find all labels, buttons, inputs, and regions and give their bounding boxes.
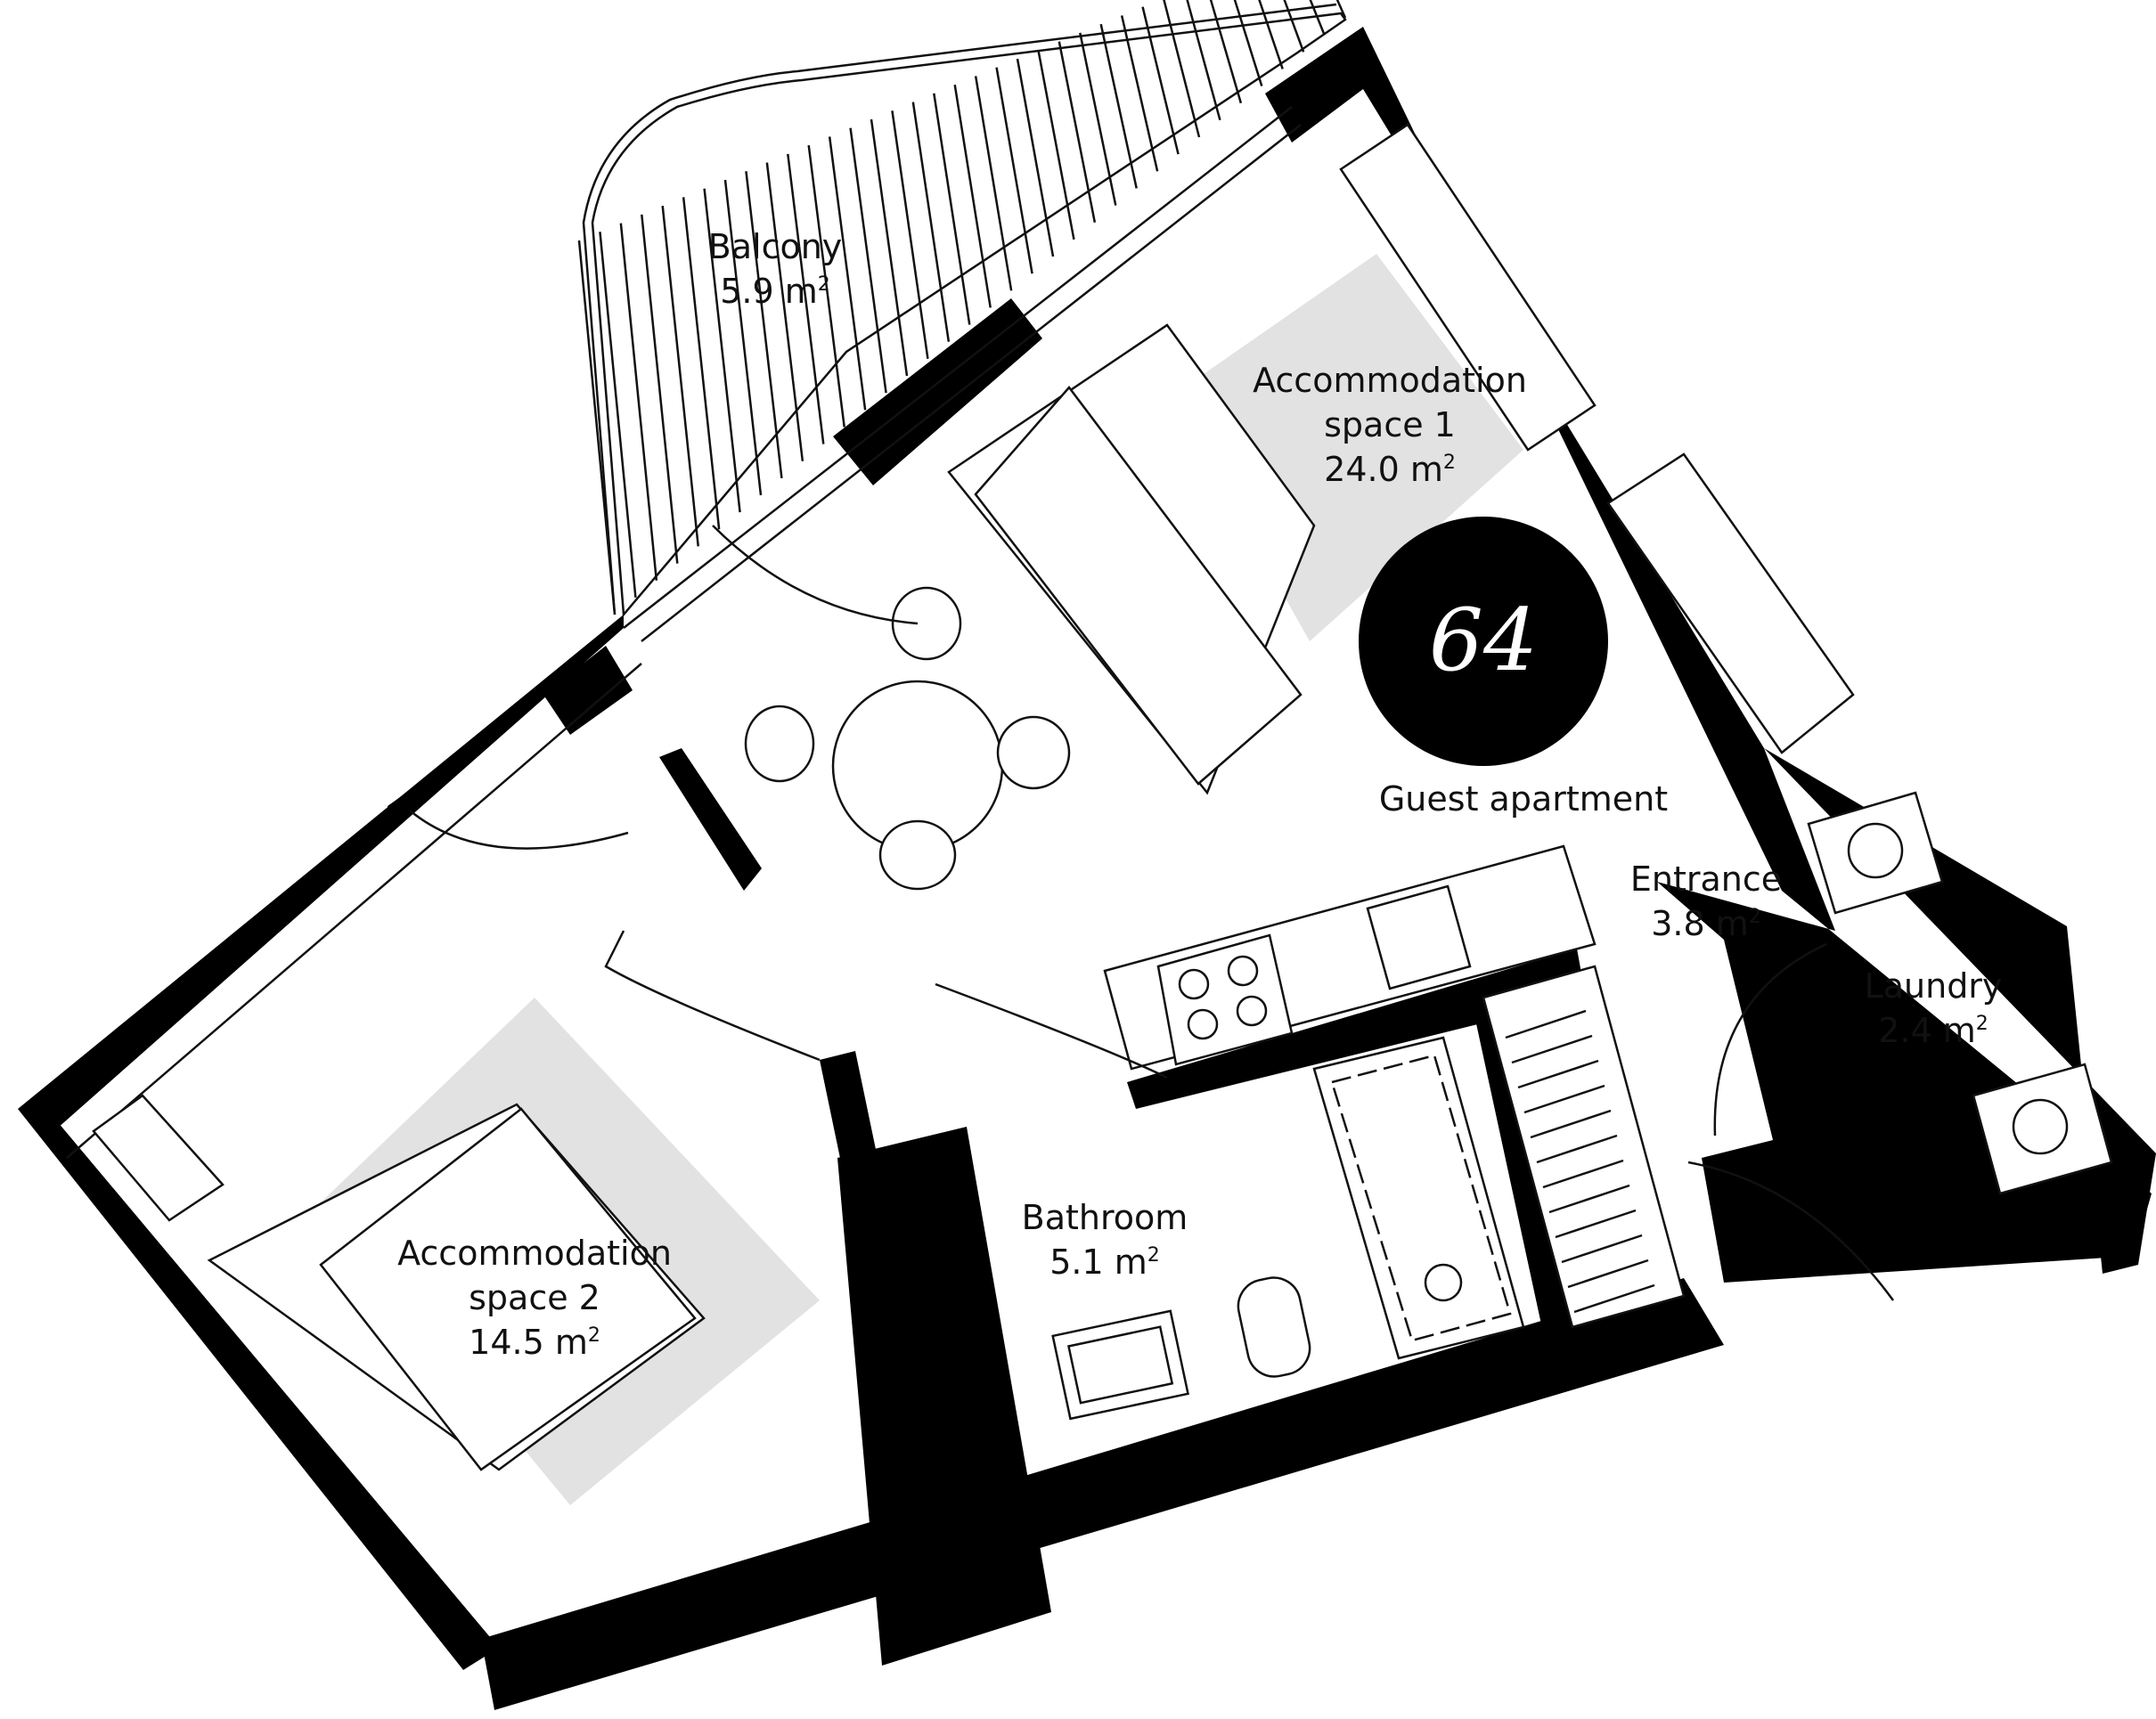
balcony-hatch-line [703,188,741,513]
balcony-hatch-line [870,118,909,377]
balcony-hatch-line [828,136,867,411]
balcony-hatch-line [1309,0,1326,36]
wardrobe-hanger-line [1561,1234,1643,1264]
wardrobe-hanger-line [1573,1283,1655,1314]
bathroom-fixtures [1051,1036,1525,1421]
wardrobe-hanger-line [1511,1034,1593,1064]
room-labels: Balcony 5.9 m2 Accommodation space 1 24.0 m2… [397,227,2002,1362]
balcony-hatch-line [682,197,721,530]
balcony-hatch-line [807,144,845,428]
badge-caption: Guest apartment [1379,779,1668,819]
exterior-walls [18,27,2156,1710]
wardrobe-hanger-line [1530,1109,1612,1139]
balcony-hatch-line [765,162,804,461]
balcony-hatch-line [1058,41,1097,223]
room-area: 2.4 m2 [1878,1011,1989,1050]
balcony-hatch-line [787,153,825,444]
room-label-accommodation-space-2: Accommodation space 2 14.5 m2 [397,1234,672,1362]
wardrobe-hanger-line [1548,1184,1630,1214]
wardrobe-hanger-line [1536,1134,1618,1164]
room-label-accommodation-space-1: Accommodation space 1 24.0 m2 [1253,361,1527,489]
balcony-hatch-line [1258,0,1284,69]
room-name: Accommodation [1253,361,1527,400]
room-area: 3.8 m2 [1651,904,1761,943]
balcony-hatch-line [995,67,1033,274]
living-furniture [92,123,1855,1471]
balcony-area [577,0,1347,618]
room-label-balcony: Balcony 5.9 m2 [708,227,843,311]
balcony-hatch-line [953,84,992,308]
balcony-hatch-line [1233,0,1263,86]
balcony-hatch-line [891,110,929,360]
door-swings [409,525,1895,1301]
room-label-entrance: Entrance 3.8 m2 [1630,860,1782,943]
room-name: Balcony [708,227,843,266]
wardrobe-hanger-line [1567,1259,1649,1289]
room-area: 24.0 m2 [1324,450,1456,489]
balcony-hatch-line [1079,32,1117,206]
balcony-hatch-line [1335,0,1347,19]
room-name: space 1 [1324,405,1456,444]
laundry-machines [1807,791,2113,1195]
balcony-hatch-line [1037,50,1075,240]
window-lines [66,106,1302,1159]
balcony-hatch [577,0,1347,615]
room-name: Accommodation [397,1234,672,1273]
room-area: 5.1 m2 [1049,1242,1160,1282]
balcony-hatch-line [599,232,637,598]
balcony-hatch-line [911,102,951,342]
badge-circle [1359,517,1608,766]
wardrobe-hanger-line [1523,1084,1605,1114]
wardrobe-hanger-line [1555,1209,1637,1239]
balcony-hatch-line [1141,6,1180,155]
balcony-hatch-line [619,223,658,581]
room-name: Laundry [1865,966,2003,1006]
balcony-hatch-line [745,171,783,479]
balcony-hatch-line [661,206,699,547]
room-name: Entrance [1630,860,1782,899]
wardrobe-hanger-line [1517,1059,1599,1089]
room-label-bathroom: Bathroom 5.1 m2 [1022,1198,1188,1282]
balcony-hatch-line [1099,23,1138,189]
balcony-hatch-line [849,127,887,394]
room-area: 14.5 m2 [469,1323,600,1362]
room-name: space 2 [469,1278,600,1317]
balcony-hatch-line [933,93,971,325]
balcony-hatch-line [974,76,1013,291]
room-area: 5.9 m2 [720,272,830,311]
apartment-badge: 64 Guest apartment [1359,517,1668,819]
wardrobe [1482,965,1686,1329]
kitchen-counter [1103,844,1597,1071]
balcony-hatch-line [1186,0,1221,121]
badge-number: 64 [1429,591,1538,690]
balcony-hatch-line [1016,58,1055,257]
balcony-hatch-line [1163,0,1201,138]
balcony-hatch-line [1283,0,1305,53]
wardrobe-hanger-line [1542,1159,1624,1189]
balcony-hatch-line [641,214,679,564]
balcony-hatch-line [1209,0,1243,104]
room-label-laundry: Laundry 2.4 m2 [1865,966,2003,1050]
wardrobe-hanger-line [1505,1009,1587,1039]
balcony-hatch-line [723,179,763,496]
balcony-hatch-line [577,240,617,615]
balcony-hatch-line [1120,15,1159,172]
room-name: Bathroom [1022,1198,1188,1237]
